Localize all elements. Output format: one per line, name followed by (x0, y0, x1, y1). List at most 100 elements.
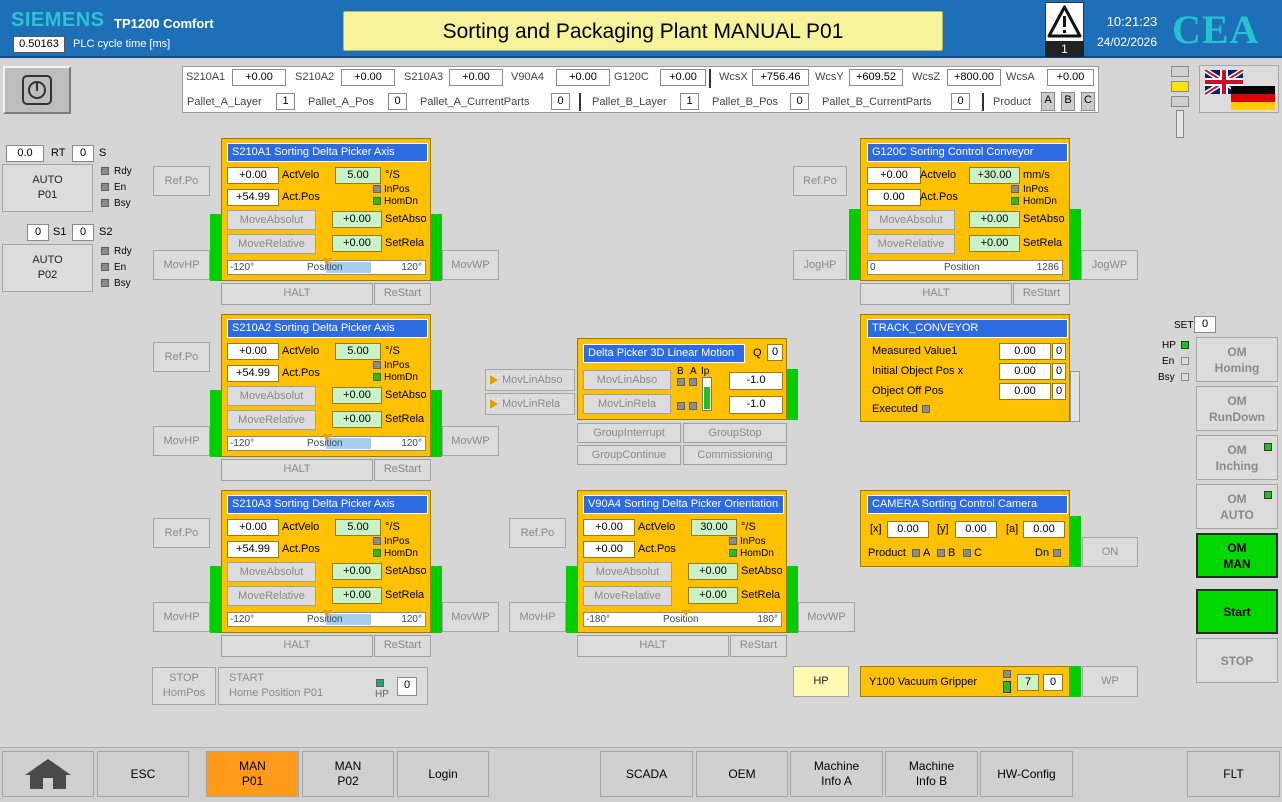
axis3-halt-button[interactable]: HALT (221, 635, 373, 657)
axis2-halt-button[interactable]: HALT (221, 459, 373, 481)
man-p02-button[interactable]: MAN P02 (302, 751, 394, 797)
conveyor-joghp-button[interactable]: JogHP (793, 250, 847, 280)
homing-value: 0 (397, 677, 417, 696)
commissioning-button[interactable]: Commissioning (683, 445, 787, 465)
language-button[interactable] (1199, 65, 1279, 113)
status-lamp-scroll[interactable] (1176, 110, 1184, 138)
axis2-position-fill (326, 438, 371, 449)
machine-info-a-button[interactable]: Machine Info A (790, 751, 883, 797)
stop-button[interactable]: STOP (1196, 638, 1278, 683)
conveyor-setrela-value[interactable]: +0.00 (969, 235, 1020, 252)
man-p01-button[interactable]: MAN P01 (206, 751, 299, 797)
axis3-moverel-button[interactable]: MoveRelative (227, 586, 316, 606)
axis1-moveabs-button[interactable]: MoveAbsolut (227, 210, 316, 230)
auto-p02-button[interactable]: AUTO P02 (2, 244, 93, 292)
gripper-wp-button[interactable]: WP (1082, 666, 1138, 697)
linear-movlinrela-button[interactable]: MovLinRela (583, 394, 671, 414)
linear-movlinabso-button[interactable]: MovLinAbso (583, 370, 671, 390)
axis4-moverel-button[interactable]: MoveRelative (583, 586, 672, 606)
axis1-halt-button[interactable]: HALT (221, 283, 373, 305)
clock-date: 24/02/2026 (1096, 35, 1158, 49)
axis4-scale-min: -180° (586, 614, 611, 625)
axis3-setrela-value[interactable]: +0.00 (332, 587, 382, 604)
group-continue-button[interactable]: GroupContinue (577, 445, 681, 465)
plc-cycle-value: 0.50163 (13, 36, 65, 53)
conveyor-inpos-led (1011, 185, 1019, 193)
group-interrupt-button[interactable]: GroupInterrupt (577, 423, 681, 443)
om-auto-button[interactable]: OM AUTO (1196, 484, 1278, 529)
auto-p01-button[interactable]: AUTO P01 (2, 164, 93, 212)
power-button[interactable] (3, 66, 71, 114)
axis3-moveabs-button[interactable]: MoveAbsolut (227, 562, 316, 582)
axis2-setrela-value[interactable]: +0.00 (332, 411, 382, 428)
axis3-movwp-button[interactable]: MovWP (442, 602, 499, 632)
start-home-position-button[interactable]: START Home Position P01 (218, 667, 428, 705)
axis4-scale-max: 180° (757, 614, 778, 625)
axis4-setrela-value[interactable]: +0.00 (688, 587, 738, 604)
axis1-setrela-value[interactable]: +0.00 (332, 235, 382, 252)
gripper-hp-button[interactable]: HP (793, 666, 849, 697)
conveyor-jogwp-button[interactable]: JogWP (1081, 250, 1138, 280)
axis4-movhp-button[interactable]: MovHP (509, 602, 566, 632)
axis3-velo-setpoint[interactable]: 5.00 (335, 519, 381, 536)
stop-hompos-button[interactable]: STOP HomPos (152, 667, 216, 705)
axis4-movwp-button[interactable]: MovWP (798, 602, 855, 632)
strip-divider (709, 69, 711, 88)
movlinabso-button[interactable]: MovLinAbso (485, 369, 575, 391)
axis3-setabso-value[interactable]: +0.00 (332, 563, 382, 580)
axis4-moveabs-button[interactable]: MoveAbsolut (583, 562, 672, 582)
axis2-restart-button[interactable]: ReStart (374, 459, 431, 481)
conveyor-moveabs-button[interactable]: MoveAbsolut (867, 210, 955, 230)
axis1-refpo-button[interactable]: Ref.Po (153, 166, 210, 196)
strip-pallet-label: Pallet_B_CurrentParts (822, 96, 932, 108)
om-inching-button[interactable]: OM Inching (1196, 435, 1278, 480)
esc-button[interactable]: ESC (97, 751, 189, 797)
axis2-setabso-value[interactable]: +0.00 (332, 387, 382, 404)
axis1-setabso-value[interactable]: +0.00 (332, 211, 382, 228)
axis1-movwp-button[interactable]: MovWP (442, 250, 499, 280)
om-rundown-button[interactable]: OM RunDown (1196, 386, 1278, 431)
start-button[interactable]: Start (1196, 589, 1278, 634)
axis4-restart-button[interactable]: ReStart (730, 635, 787, 657)
axis2-velo-setpoint[interactable]: 5.00 (335, 343, 381, 360)
home-button[interactable] (2, 751, 94, 797)
conveyor-refpo-button[interactable]: Ref.Po (793, 166, 847, 196)
axis4-refpo-button[interactable]: Ref.Po (509, 518, 566, 548)
om-homing-button[interactable]: OM Homing (1196, 337, 1278, 382)
axis4-halt-button[interactable]: HALT (577, 635, 729, 657)
group-stop-button[interactable]: GroupStop (683, 423, 787, 443)
axis1-moverel-button[interactable]: MoveRelative (227, 234, 316, 254)
axis4-velo-setpoint[interactable]: 30.00 (691, 519, 737, 536)
axis1-movhp-button[interactable]: MovHP (153, 250, 210, 280)
conveyor-scale-min: 0 (870, 262, 876, 273)
axis1-velo-setpoint[interactable]: 5.00 (335, 167, 381, 184)
track-executed-label: Executed (872, 403, 918, 415)
flt-button[interactable]: FLT (1187, 751, 1280, 797)
camera-x-value: 0.00 (887, 521, 929, 538)
axis2-moverel-button[interactable]: MoveRelative (227, 410, 316, 430)
conveyor-moverel-button[interactable]: MoveRelative (867, 234, 955, 254)
axis1-restart-button[interactable]: ReStart (374, 283, 431, 305)
camera-on-button[interactable]: ON (1082, 537, 1138, 567)
conveyor-restart-button[interactable]: ReStart (1013, 283, 1070, 305)
axis2-setrela-label: SetRela (385, 413, 425, 425)
axis2-movhp-button[interactable]: MovHP (153, 426, 210, 456)
movlinrela-button[interactable]: MovLinRela (485, 393, 575, 415)
axis2-moveabs-button[interactable]: MoveAbsolut (227, 386, 316, 406)
axis3-movhp-button[interactable]: MovHP (153, 602, 210, 632)
axis3-restart-button[interactable]: ReStart (374, 635, 431, 657)
conveyor-halt-button[interactable]: HALT (860, 283, 1012, 305)
scada-button[interactable]: SCADA (600, 751, 693, 797)
hw-config-button[interactable]: HW-Config (980, 751, 1073, 797)
oem-button[interactable]: OEM (696, 751, 788, 797)
status-lamp-bottom (1171, 96, 1189, 107)
axis2-refpo-button[interactable]: Ref.Po (153, 342, 210, 372)
conveyor-velo-setpoint[interactable]: +30.00 (969, 167, 1020, 184)
axis3-refpo-button[interactable]: Ref.Po (153, 518, 210, 548)
conveyor-setabso-value[interactable]: +0.00 (969, 211, 1020, 228)
machine-info-b-button[interactable]: Machine Info B (885, 751, 978, 797)
axis4-setabso-value[interactable]: +0.00 (688, 563, 738, 580)
axis2-movwp-button[interactable]: MovWP (442, 426, 499, 456)
om-man-button[interactable]: OM MAN (1196, 533, 1278, 578)
login-button[interactable]: Login (397, 751, 489, 797)
